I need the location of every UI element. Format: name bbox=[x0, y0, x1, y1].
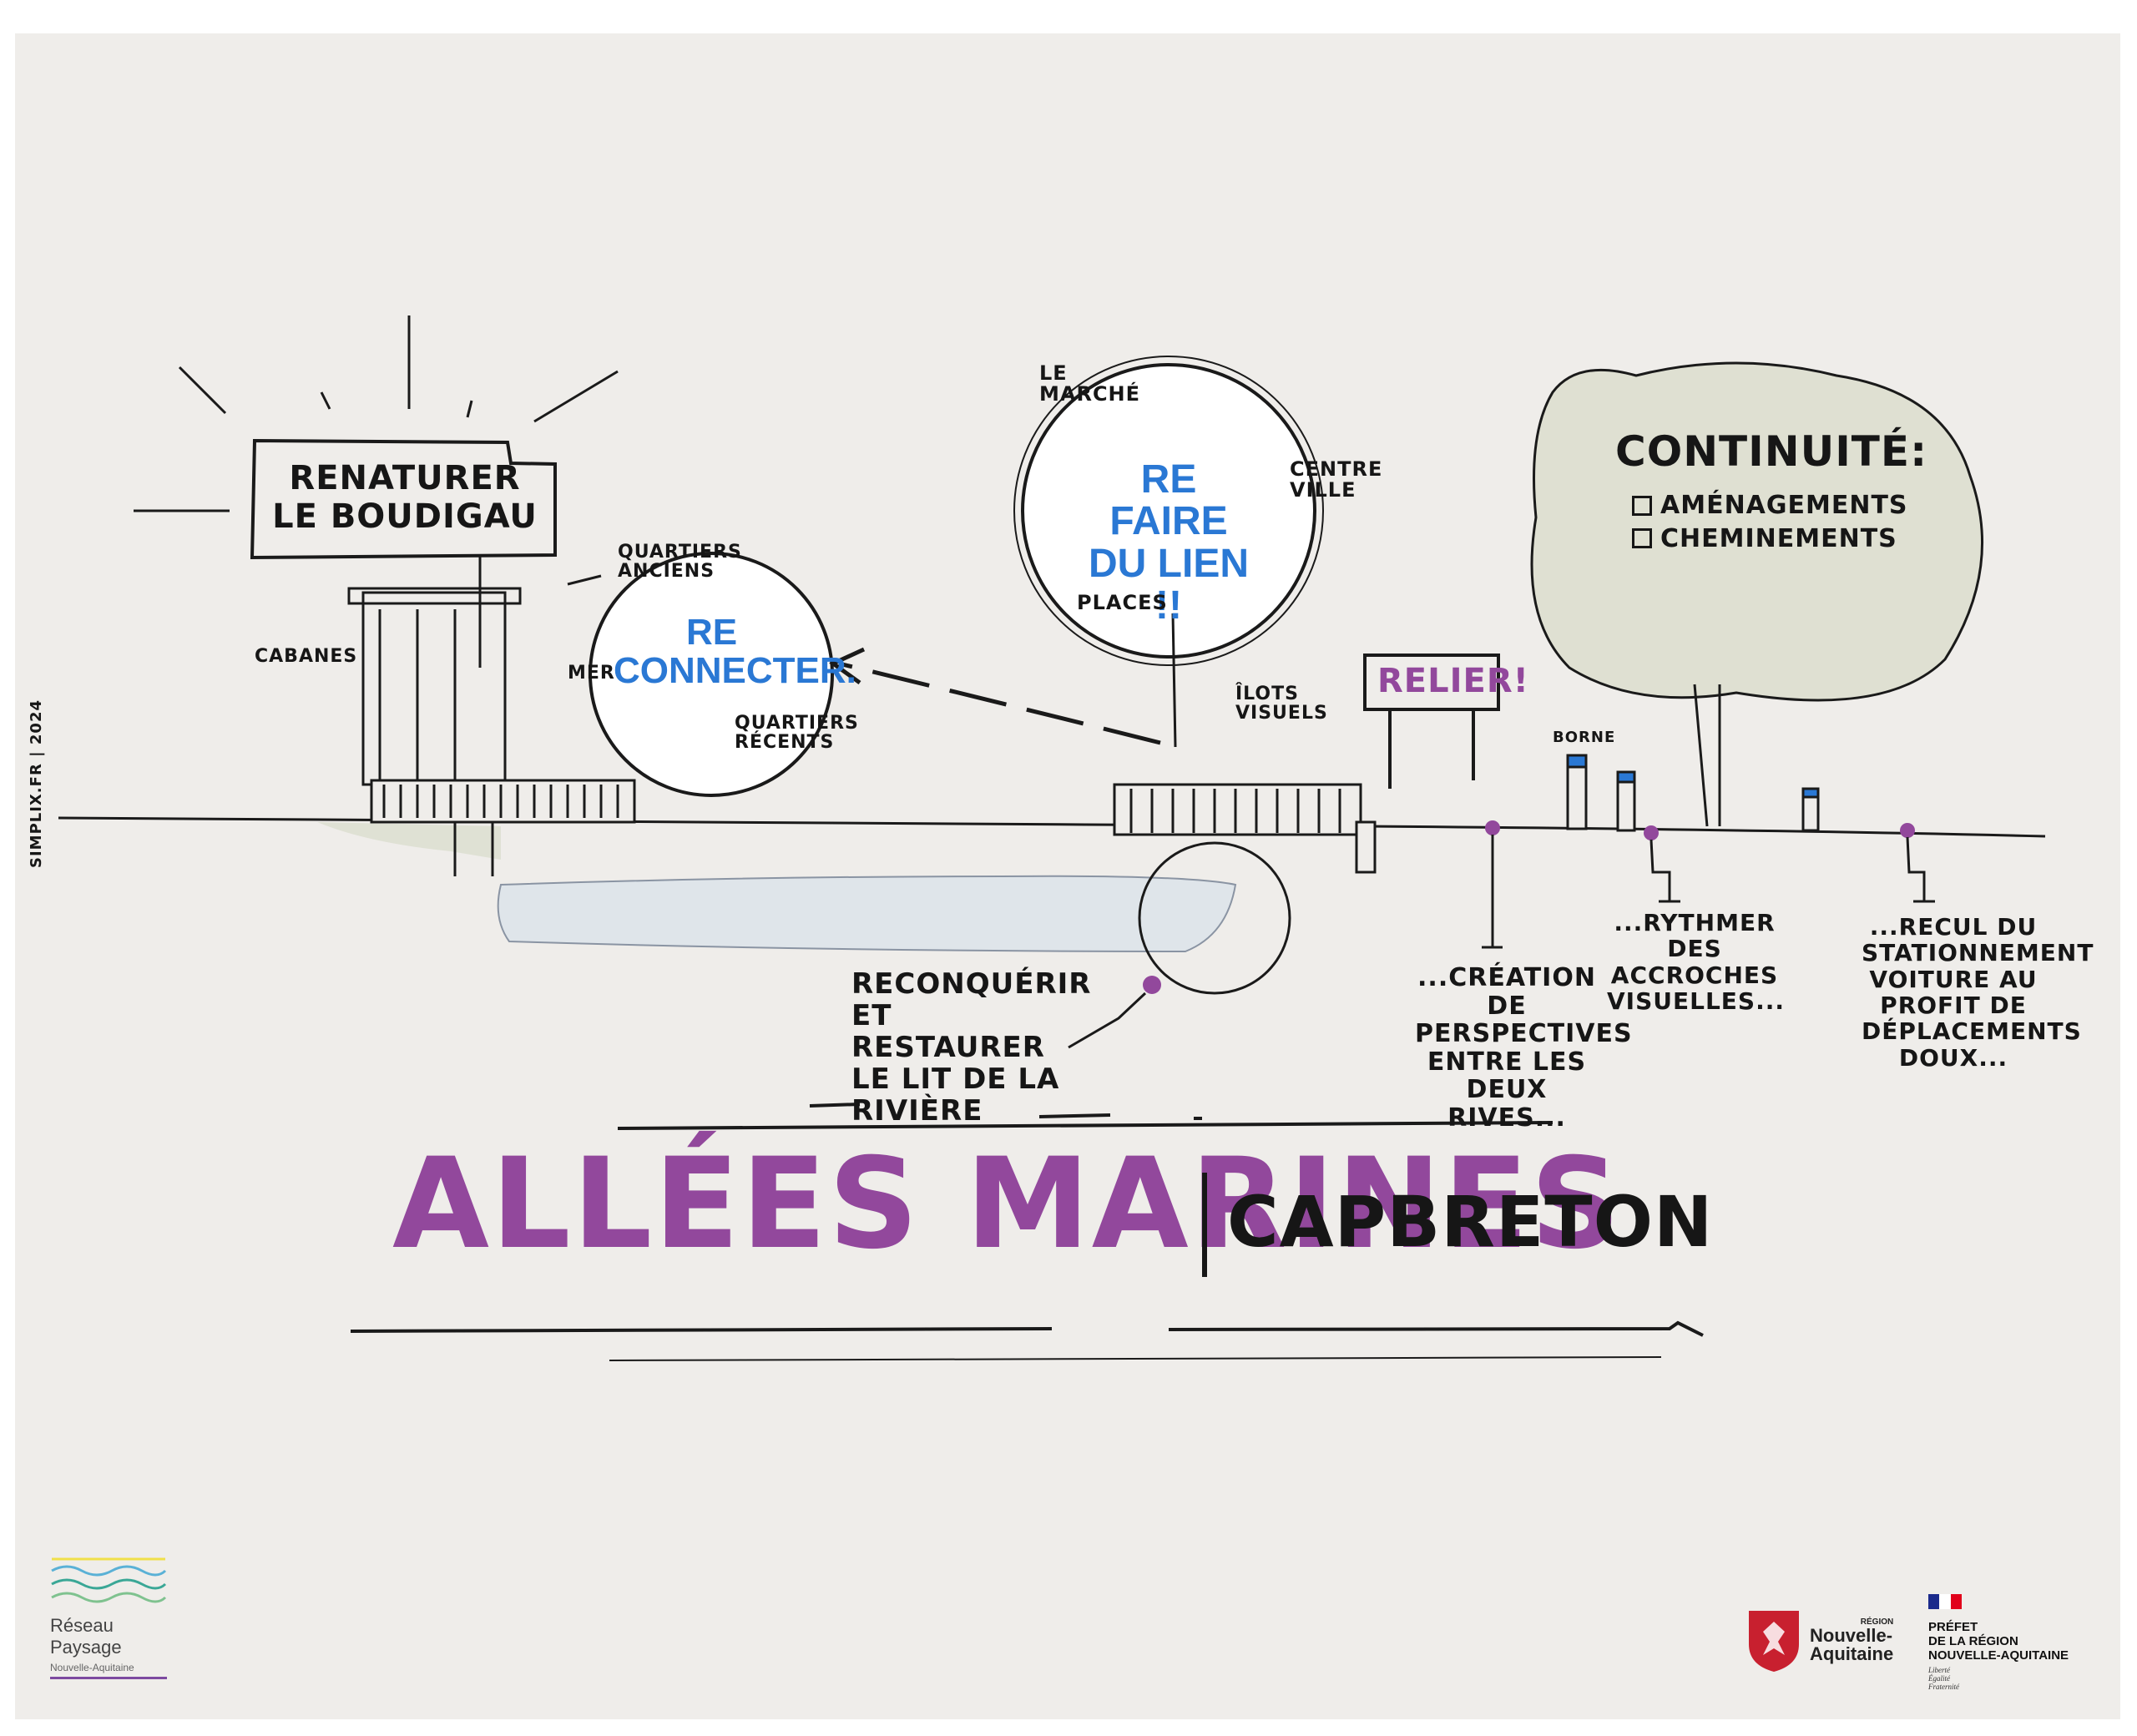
cabane-building bbox=[347, 501, 636, 876]
title-rules bbox=[350, 1103, 1704, 1361]
places-label: PLACES bbox=[1077, 591, 1168, 614]
region-line2: Aquitaine bbox=[1810, 1643, 1894, 1664]
french-flag-icon bbox=[1928, 1594, 1962, 1609]
reseau-underline bbox=[50, 1677, 167, 1679]
refaire-label: RE FAIRE DU LIEN !! bbox=[1077, 457, 1260, 628]
sub-title: CAPBRETON bbox=[1227, 1181, 1714, 1263]
quartiers-anciens-label: QUARTIERS ANCIENS bbox=[618, 542, 742, 583]
prefet-motto3: Fraternité bbox=[1928, 1683, 1959, 1691]
prefet-line2: DE LA RÉGION bbox=[1928, 1634, 2018, 1648]
connector-arrow bbox=[829, 647, 1161, 745]
river-water bbox=[497, 875, 1237, 953]
rythmer-annotation: ...RYTHMER DES ACCROCHES VISUELLES... bbox=[1607, 909, 1786, 1016]
centre-ville-label: CENTRE VILLE bbox=[1290, 457, 1383, 502]
reseau-line1: Réseau bbox=[50, 1615, 114, 1636]
reseau-paysage-logo: Réseau Paysage Nouvelle-Aquitaine bbox=[50, 1552, 175, 1679]
title-divider bbox=[1202, 1173, 1207, 1277]
borne-label: BORNE bbox=[1553, 729, 1616, 746]
purple-markers bbox=[1143, 820, 1915, 994]
checkbox-icon bbox=[1632, 495, 1652, 516]
river-lens bbox=[1138, 841, 1291, 995]
prefet-line1: PRÉFET bbox=[1928, 1620, 1978, 1634]
prefet-line3: NOUVELLE-AQUITAINE bbox=[1928, 1648, 2069, 1663]
continuite-list: AMÉNAGEMENTS CHEMINEMENTS bbox=[1632, 492, 1908, 552]
cabanes-label: CABANES bbox=[255, 646, 358, 667]
mer-label: MER bbox=[568, 663, 615, 684]
prefet-logo: PRÉFET DE LA RÉGION NOUVELLE-AQUITAINE L… bbox=[1928, 1594, 2104, 1691]
checkbox-icon bbox=[1632, 528, 1652, 549]
region-shield-icon bbox=[1749, 1611, 1799, 1672]
middle-deck bbox=[1113, 783, 1377, 874]
prefet-motto2: Égalité bbox=[1928, 1674, 1950, 1683]
grass-left bbox=[317, 822, 501, 860]
marker-leaders bbox=[1068, 835, 1935, 1049]
continuite-item-label: CHEMINEMENTS bbox=[1660, 523, 1897, 553]
banner-rays bbox=[134, 315, 619, 586]
quartiers-recents-label: QUARTIERS RÉCENTS bbox=[735, 713, 859, 754]
continuite-item: CHEMINEMENTS bbox=[1632, 523, 1908, 553]
prefet-motto1: Liberté bbox=[1928, 1666, 1950, 1674]
renaturer-box bbox=[250, 438, 557, 560]
relier-label: RELIER! bbox=[1377, 662, 1529, 700]
relier-sign bbox=[1363, 654, 1500, 789]
le-marche-label: LE MARCHÉ bbox=[1039, 361, 1141, 406]
renaturer-title: RENATURER LE BOUDIGAU bbox=[272, 459, 538, 536]
bornes bbox=[1566, 754, 1820, 832]
signature: simplix.fr | 2024 bbox=[28, 699, 45, 868]
region-line1: Nouvelle- bbox=[1810, 1624, 1893, 1646]
refaire-text: RE FAIRE DU LIEN !! bbox=[1089, 457, 1249, 628]
main-title: ALLÉES MARINES bbox=[392, 1132, 1623, 1277]
perspectives-annotation: ...CRÉATION DE PERSPECTIVES ENTRE LES DE… bbox=[1415, 963, 1633, 1133]
recul-annotation: ...RECUL DU STATIONNEMENT VOITURE AU PRO… bbox=[1862, 913, 2094, 1072]
region-small: RÉGION bbox=[1860, 1617, 1894, 1627]
reconnecter-circle bbox=[589, 552, 834, 797]
continuite-item-label: AMÉNAGEMENTS bbox=[1660, 491, 1908, 520]
tree-crown bbox=[1530, 361, 1984, 702]
reseau-line2: Paysage bbox=[50, 1637, 122, 1658]
continuite-title: CONTINUITÉ: bbox=[1615, 427, 1928, 476]
ilots-visuels-label: ÎLOTS VISUELS bbox=[1235, 684, 1328, 724]
riviere-annotation: RECONQUÉRIR ET RESTAURER LE LIT DE LA RI… bbox=[851, 967, 1092, 1128]
reconnecter-label: RE CONNECTER. bbox=[614, 612, 856, 692]
ground-line bbox=[58, 816, 2046, 838]
tree-trunk bbox=[1693, 684, 1721, 827]
continuite-item: AMÉNAGEMENTS bbox=[1632, 492, 1908, 519]
region-logo: RÉGION Nouvelle- Aquitaine bbox=[1745, 1607, 1893, 1673]
refaire-circle bbox=[1021, 363, 1316, 659]
reseau-line3: Nouvelle-Aquitaine bbox=[50, 1662, 134, 1673]
waves-icon bbox=[51, 1557, 167, 1603]
